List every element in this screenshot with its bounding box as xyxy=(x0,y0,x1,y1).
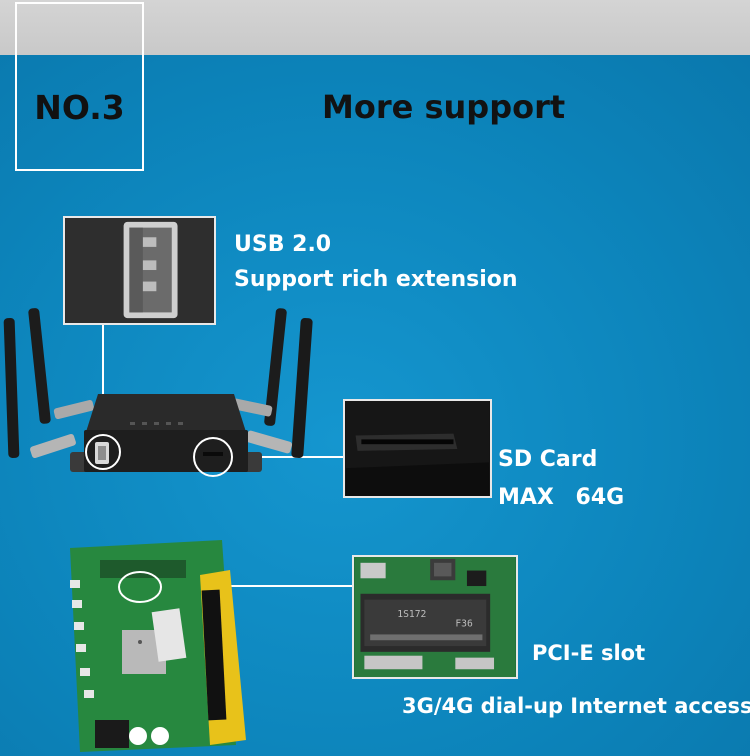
usb-description: Support rich extension xyxy=(234,267,518,292)
sd-highlight-circle xyxy=(193,437,233,477)
pcie-title: PCI-E slot xyxy=(532,641,646,665)
pcb-board xyxy=(70,540,246,752)
sd-capacity: MAX 64G xyxy=(498,485,625,510)
badge-label: NO.3 xyxy=(34,88,125,127)
pcb-chip-code: 1S172 xyxy=(397,609,426,620)
sd-title: SD Card xyxy=(498,447,598,472)
router-body xyxy=(70,394,262,472)
antennas xyxy=(3,308,313,459)
pcb-slot-code: F36 xyxy=(455,619,473,630)
pcie-description: 3G/4G dial-up Internet access xyxy=(402,694,750,718)
usb-highlight-circle xyxy=(85,434,121,470)
usb-title: USB 2.0 xyxy=(234,232,332,257)
usb-port-closeup xyxy=(63,216,216,325)
sd-card-closeup xyxy=(343,399,492,498)
pcie-slot-closeup: 1S172 F36 xyxy=(352,555,518,679)
page-title: More support xyxy=(322,88,566,126)
top-strip xyxy=(0,0,750,55)
pci-highlight-circle xyxy=(118,571,162,603)
badge-frame xyxy=(15,2,144,171)
